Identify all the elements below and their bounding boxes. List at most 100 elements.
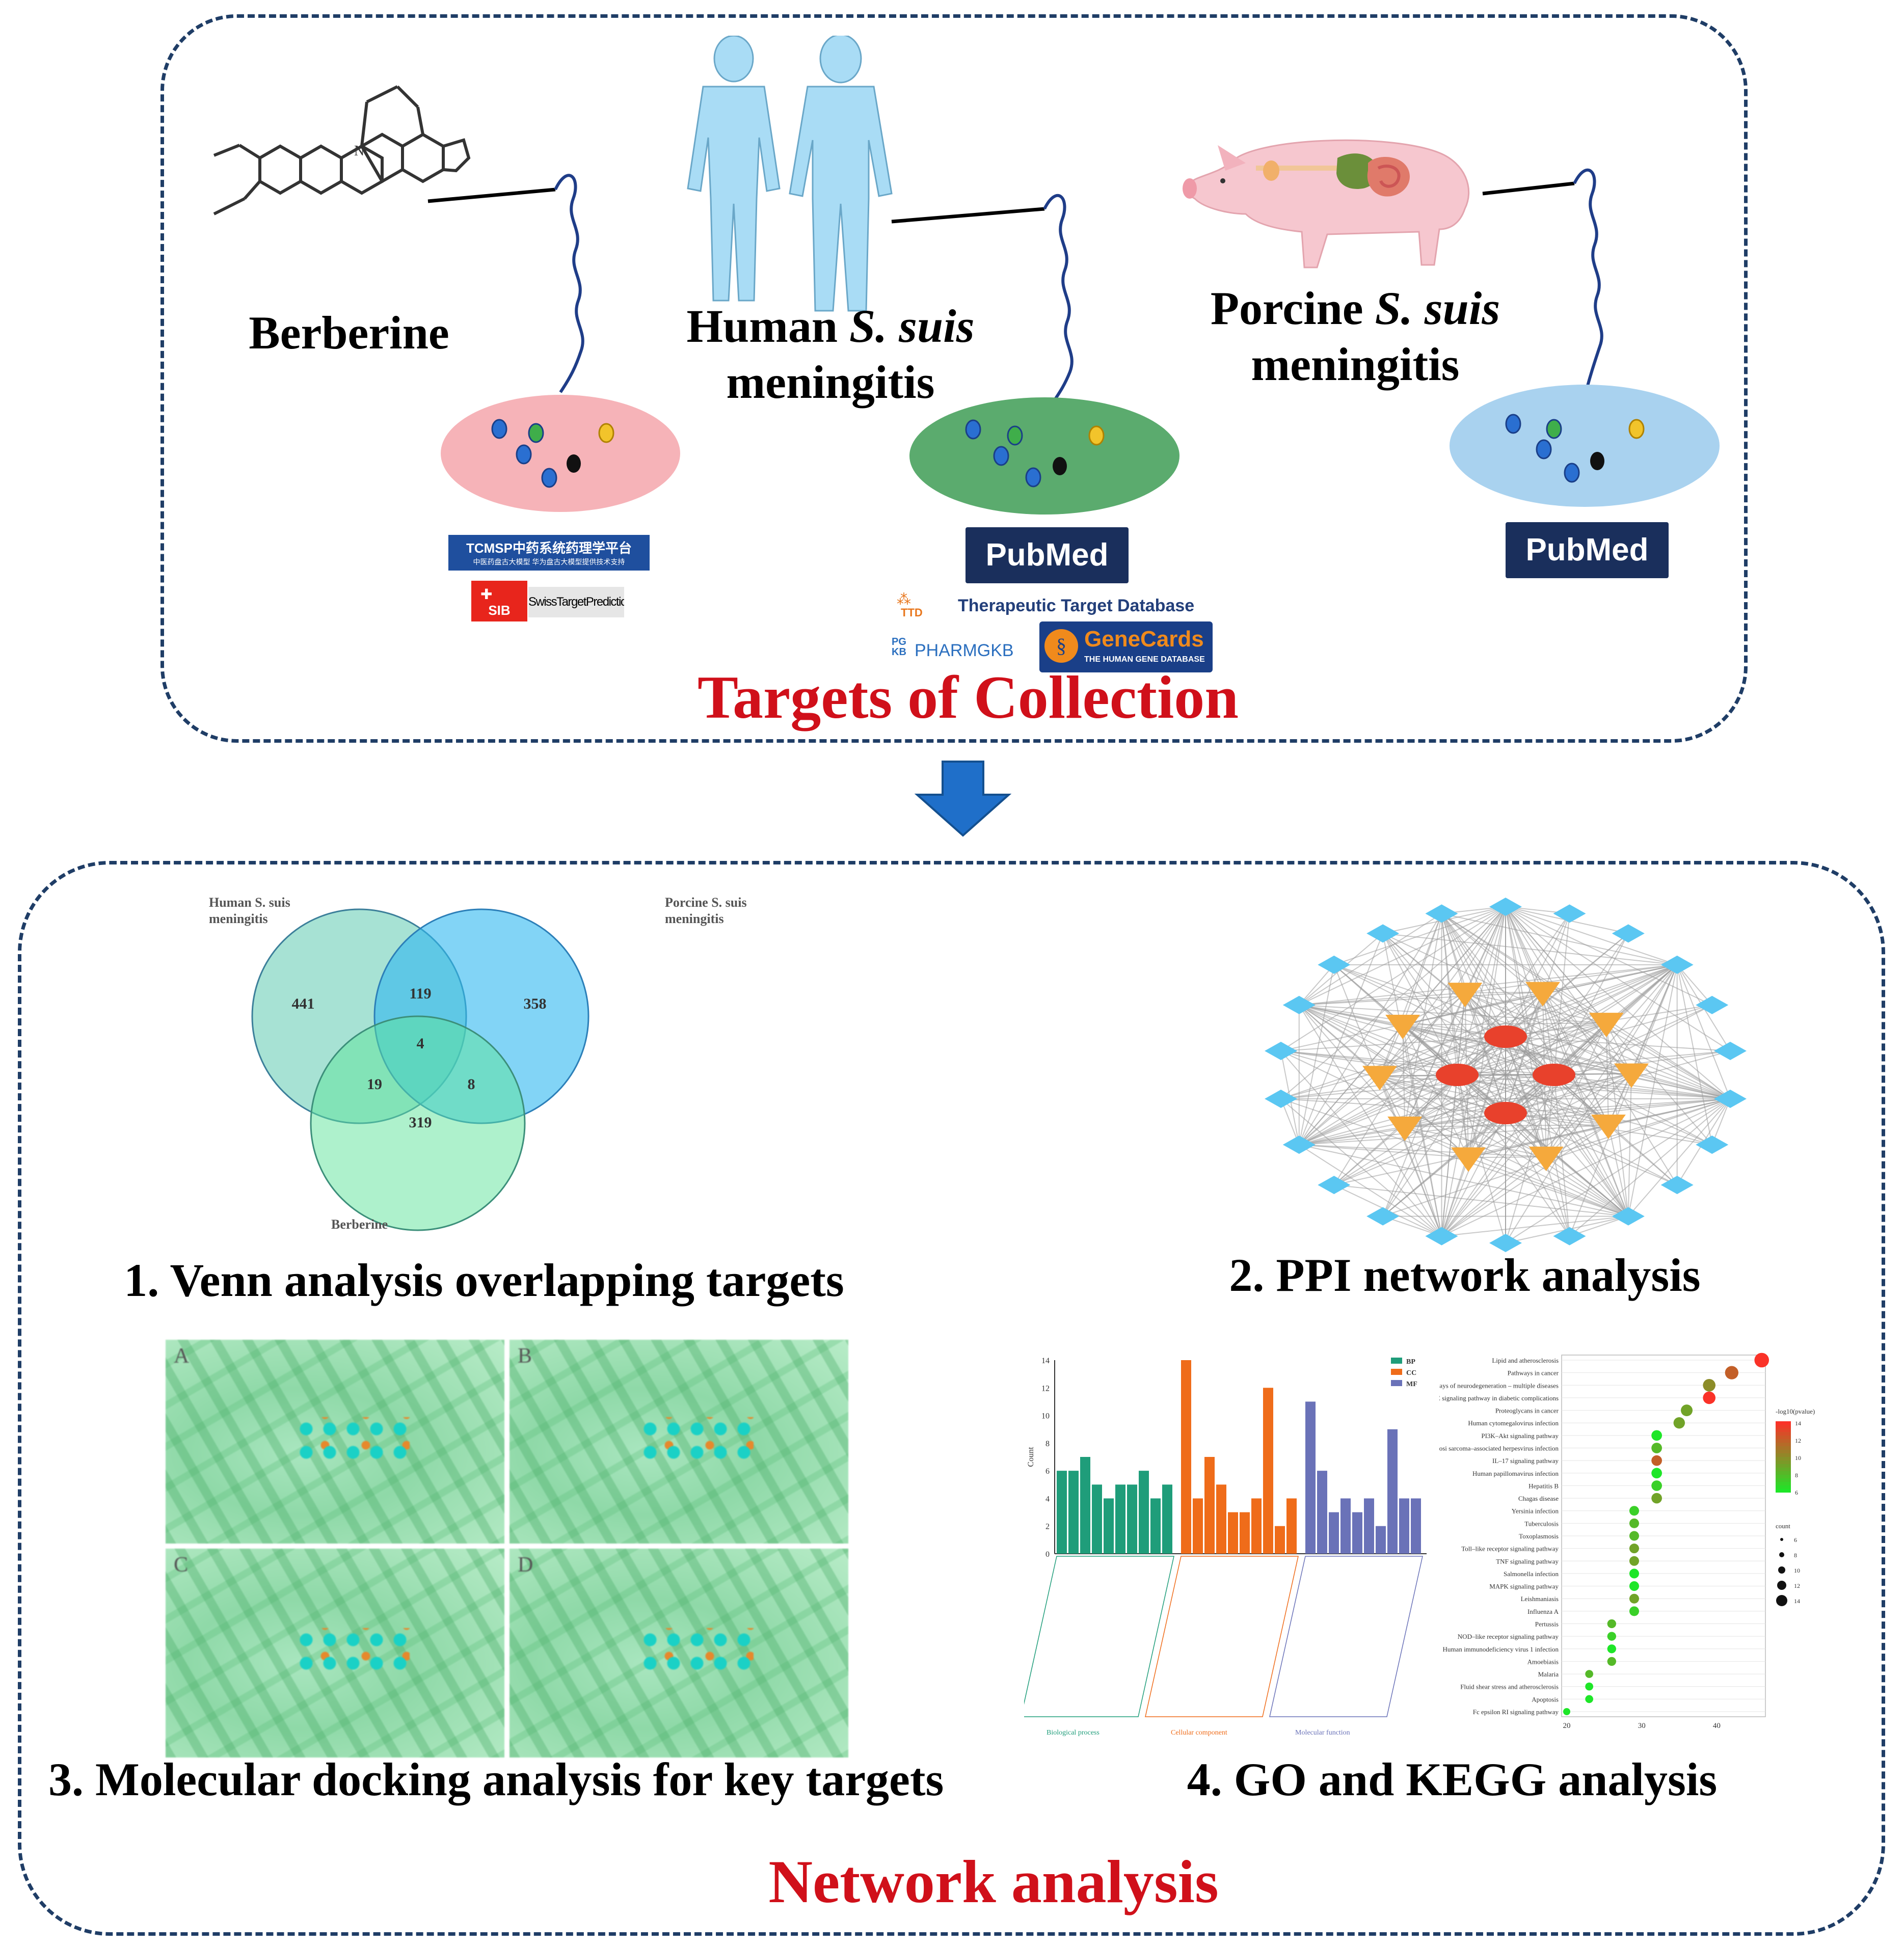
ppi-node-outer (1282, 995, 1316, 1014)
ppi-edge (1457, 1074, 1609, 1125)
ppi-edge (1505, 906, 1678, 965)
kegg-color-legend-tick: 6 (1795, 1489, 1798, 1496)
kegg-pathway-label: PI3K–Akt signaling pathway (1481, 1432, 1559, 1440)
kegg-pathway-label: Pathways of neurodegeneration – multiple… (1439, 1382, 1559, 1389)
ppi-node-outer (1318, 955, 1351, 974)
kegg-size-legend-tick: 12 (1794, 1582, 1800, 1589)
go-y-tick: 10 (1041, 1412, 1050, 1421)
kegg-pathway-label: IL–17 signaling pathway (1492, 1457, 1559, 1465)
genecards-logo: § GeneCards THE HUMAN GENE DATABASE (1039, 621, 1213, 672)
go-bar-bp (1104, 1498, 1114, 1554)
ppi-edge (1405, 1124, 1608, 1127)
ppi-edge (1628, 1098, 1731, 1217)
ppi-edge (1546, 1156, 1629, 1217)
ttd-logo-text: Therapeutic Target Database (958, 596, 1195, 615)
kegg-pathway-label: Pertussis (1535, 1620, 1559, 1628)
ppi-edge (1299, 1124, 1608, 1146)
ppi-edge (1298, 1005, 1442, 1237)
ppi-edge (1299, 1005, 1380, 1077)
kegg-pathway-label: Proteoglycans in cancer (1495, 1407, 1559, 1415)
kegg-dot (1629, 1556, 1639, 1566)
ppi-edge (1298, 913, 1442, 1145)
kegg-color-legend-tick: 10 (1795, 1454, 1801, 1462)
network-analysis-title: Network analysis (768, 1848, 1219, 1915)
ppi-edge (1379, 992, 1466, 1077)
ppi-edge (1299, 913, 1442, 1006)
ppi-edge (1457, 1074, 1678, 1185)
ppi-edge (1457, 1022, 1607, 1075)
ppi-node-outer (1318, 1176, 1351, 1195)
kegg-dot (1629, 1581, 1639, 1591)
swisstarget-logo: SIB ✚ SwissTargetPrediction (471, 581, 624, 621)
venn-label-human-a: Human S. suis (209, 895, 290, 910)
human-figures-icon (687, 36, 893, 312)
ppi-node-outer (1282, 1135, 1316, 1154)
kegg-pathway-label: Pathways in cancer (1508, 1369, 1559, 1377)
kegg-pathway-label: Human immunodeficiency virus 1 infection (1443, 1645, 1559, 1653)
docking-panel-a: A (166, 1340, 504, 1544)
ppi-edge (1333, 906, 1506, 1185)
ppi-edge (1404, 1126, 1442, 1236)
ppi-edge (1505, 906, 1678, 1185)
ppi-edge (1299, 1004, 1458, 1075)
ppi-node-outer (1553, 1227, 1586, 1246)
docking-panel-label: A (174, 1344, 190, 1368)
ppi-edge (1542, 992, 1609, 1125)
go-y-tick: 0 (1045, 1550, 1050, 1559)
ppi-edge (1606, 1022, 1731, 1099)
ppi-node-outer (1713, 1042, 1747, 1061)
go-bar-mf (1411, 1498, 1421, 1554)
ppi-edge (1333, 1113, 1506, 1186)
human-label: Human S. suis meningitis (647, 298, 1014, 410)
ppi-edge (1505, 906, 1609, 1125)
kegg-dot (1651, 1443, 1662, 1453)
venn-porcine-only: 358 (524, 995, 547, 1012)
kegg-size-legend-dot (1780, 1538, 1783, 1541)
go-legend-label: BP (1406, 1358, 1415, 1366)
venn-diagram: 441 119 358 4 19 8 319 Human S. suis men… (209, 895, 747, 1232)
venn-label-human-b: meningitis (209, 911, 268, 926)
go-bar-cc (1275, 1526, 1285, 1554)
go-bar-bp (1139, 1471, 1149, 1554)
ppi-node-outer (1425, 904, 1458, 923)
ppi-edge (1280, 1098, 1506, 1114)
kegg-pathway-label: Tuberculosis (1524, 1520, 1559, 1527)
ppi-edge (1280, 1050, 1442, 1237)
ppi-edge (1280, 1050, 1629, 1217)
kegg-pathway-label: Yersinia infection (1512, 1507, 1559, 1515)
ppi-edge (1441, 1124, 1609, 1237)
kegg-dot (1585, 1682, 1593, 1691)
ppi-edge (1505, 906, 1632, 1074)
go-y-label: Count (1027, 1447, 1035, 1467)
kegg-pathway-label: Amoebiasis (1527, 1658, 1559, 1665)
pharmgkb-logo-text: PHARMGKB (915, 641, 1014, 660)
docking-panel-label: D (518, 1553, 533, 1577)
kegg-color-legend-step (1776, 1436, 1791, 1439)
kegg-dot (1629, 1531, 1639, 1541)
porcine-label: Porcine S. suis meningitis (1172, 280, 1539, 392)
kegg-size-legend-title: count (1776, 1522, 1790, 1530)
ppi-node-outer (1696, 1135, 1729, 1154)
go-bar-cc (1193, 1498, 1203, 1554)
kegg-pathway-label: AGE-RAGE signaling pathway in diabetic c… (1439, 1394, 1559, 1402)
go-y-tick: 6 (1045, 1467, 1050, 1476)
go-group-label: Cellular component (1171, 1729, 1227, 1737)
ppi-edge (1299, 1073, 1632, 1146)
docking-panels: A B C D (166, 1340, 848, 1757)
ppi-edge (1553, 1074, 1731, 1099)
kegg-color-legend-title: -log10(pvalue) (1776, 1408, 1815, 1415)
ppi-edge (1299, 991, 1543, 1006)
kegg-color-legend-step (1776, 1464, 1791, 1468)
go-legend-swatch (1391, 1369, 1402, 1375)
svg-text:N: N (354, 143, 364, 159)
genecards-logo-text: GeneCards (1084, 627, 1204, 652)
ppi-node-outer (1265, 1042, 1298, 1061)
porcine-connector-line (1482, 169, 1603, 398)
ppi-edge (1333, 906, 1506, 965)
kegg-color-legend-step (1776, 1450, 1791, 1453)
kegg-dot (1629, 1544, 1639, 1554)
ppi-node-middle (1385, 1015, 1420, 1040)
kegg-x-tick: 20 (1563, 1722, 1571, 1730)
ppi-edge (1441, 1113, 1506, 1237)
kegg-pathway-label: NOD–like receptor signaling pathway (1458, 1633, 1559, 1640)
